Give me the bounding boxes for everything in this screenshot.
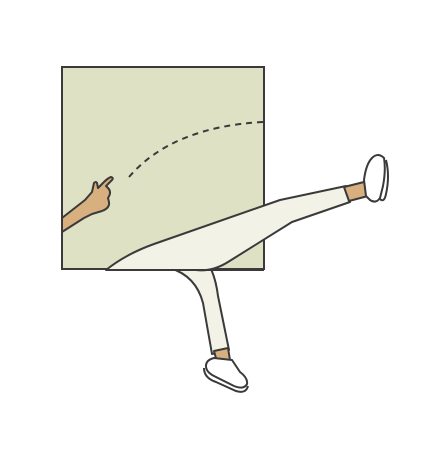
pointing-hand-icon (61, 176, 114, 233)
sneaker-icon (363, 154, 389, 203)
upper-leg (105, 181, 369, 272)
dashed-trajectory (128, 121, 264, 178)
sneaker-icon (203, 357, 249, 393)
